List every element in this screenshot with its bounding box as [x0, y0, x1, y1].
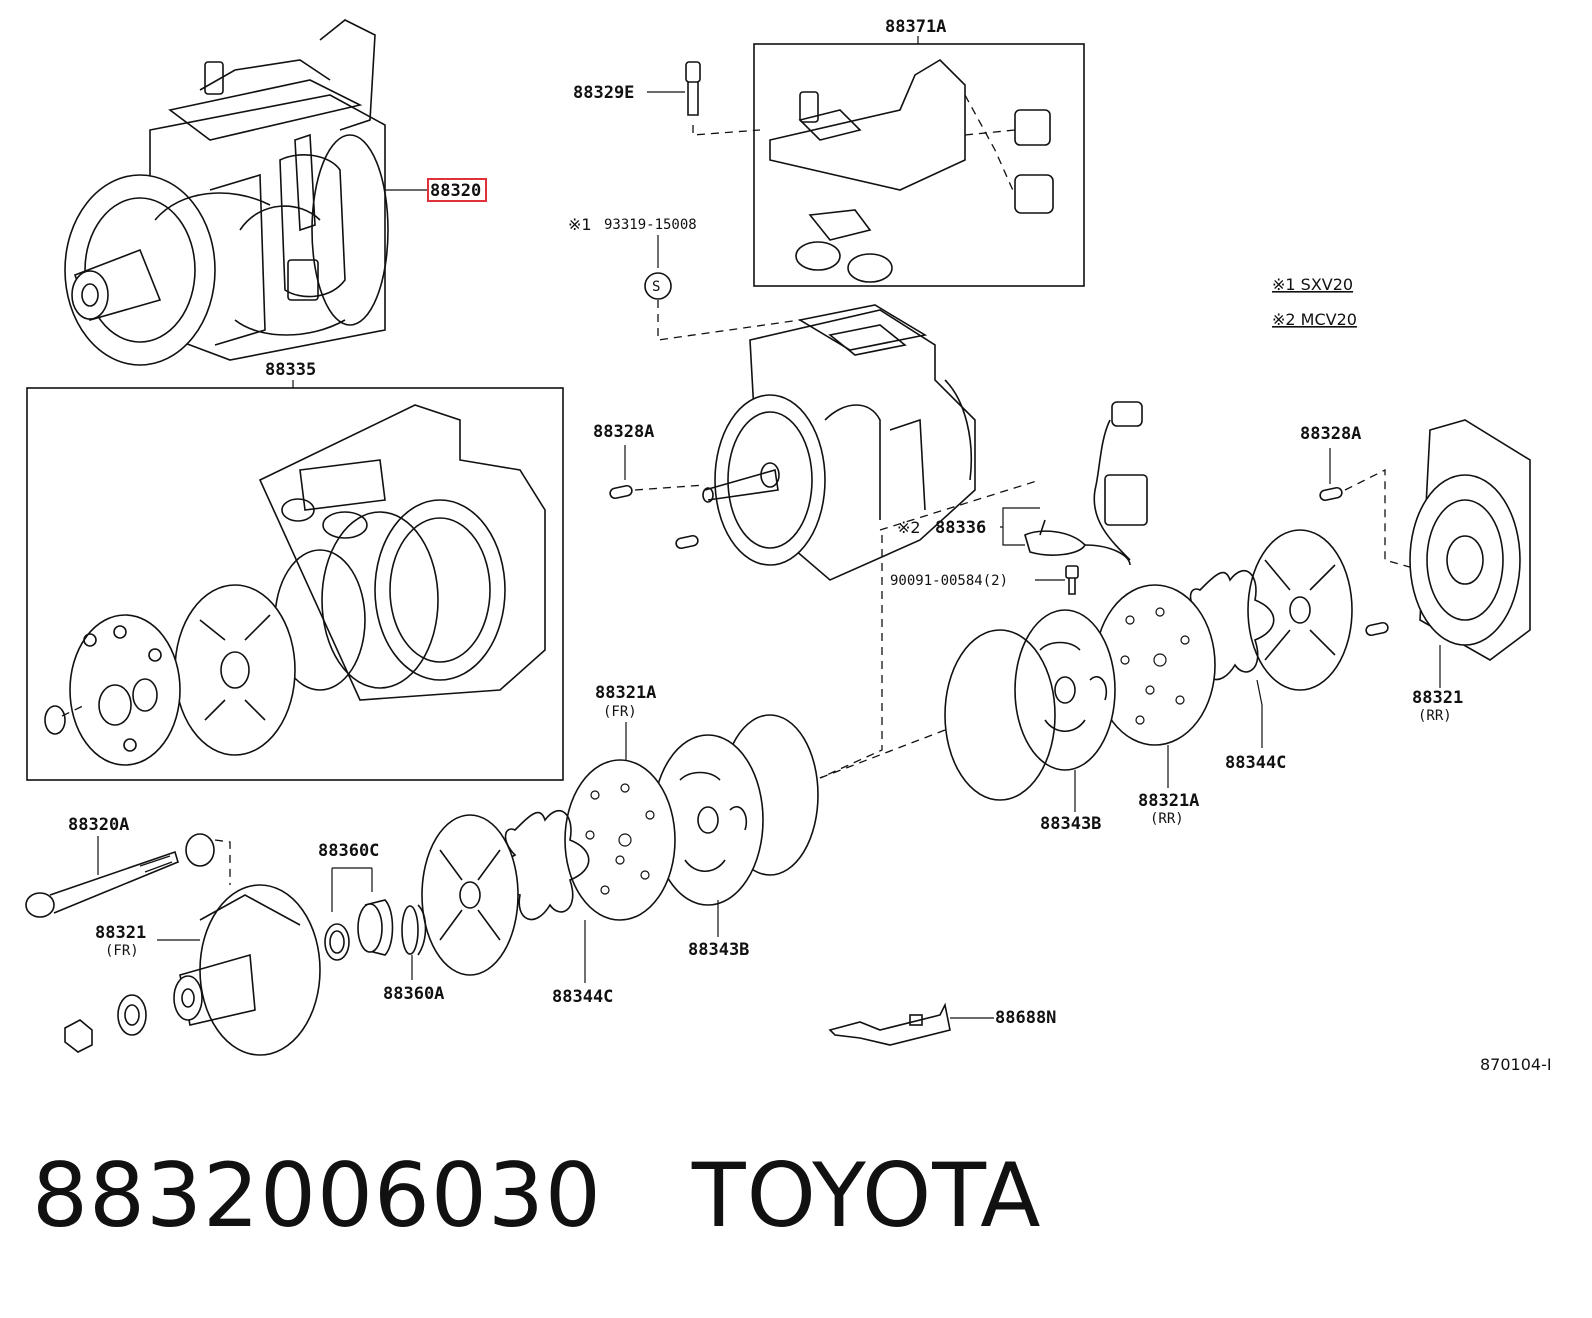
label-88320A[interactable]: 88320A: [68, 815, 129, 835]
main-compressor-drawing: [702, 304, 976, 581]
leader-dash-pin-left: [634, 484, 706, 491]
label-88336[interactable]: 88336: [935, 518, 986, 538]
label-88360C[interactable]: 88360C: [318, 841, 379, 861]
label-88321-fr-sub: (FR): [105, 943, 139, 959]
legend-item-1: ※1 SXV20: [1272, 275, 1353, 294]
pin-88328A-left: [609, 484, 633, 500]
label-88343B-right[interactable]: 88343B: [1040, 814, 1101, 834]
label-88321-rr-sub: (RR): [1418, 708, 1452, 724]
leader-dash-pin-right: [1344, 468, 1421, 571]
label-88335[interactable]: 88335: [265, 360, 316, 380]
label-88344C-left[interactable]: 88344C: [552, 987, 613, 1007]
label-88320[interactable]: 88320: [430, 181, 481, 201]
bearing-snapring-drawing: [324, 899, 427, 961]
box-88335: [26, 387, 564, 781]
center-clutch-parts-drawing: [421, 714, 819, 976]
leader-dash-88329E: [692, 125, 761, 136]
reference-code: 870104-I: [1480, 1055, 1552, 1074]
bolt-88329E-drawing: [685, 61, 701, 116]
label-90091-00584[interactable]: 90091-00584(2): [890, 573, 1008, 589]
clutch-exploded-drawing: [44, 404, 546, 766]
box-88371A: [753, 43, 1085, 287]
label-88321-fr[interactable]: 88321: [95, 923, 146, 943]
highlight-box-88320: [427, 178, 487, 202]
label-88321A-rr-sub: (RR): [1150, 811, 1184, 827]
label-88329E[interactable]: 88329E: [573, 83, 634, 103]
pin-88328A-right: [1319, 486, 1343, 502]
label-88360A[interactable]: 88360A: [383, 984, 444, 1004]
legend-item-2: ※2 MCV20: [1272, 310, 1357, 329]
s-mark-circle: [644, 272, 672, 300]
label-88321A-fr[interactable]: 88321A: [595, 683, 656, 703]
label-88344C-right[interactable]: 88344C: [1225, 753, 1286, 773]
bracket-88688N-drawing: [828, 1002, 951, 1046]
leader-88360C: [331, 867, 373, 912]
cover-assembly-drawing: [769, 58, 1054, 283]
label-88328A-left[interactable]: 88328A: [593, 422, 654, 442]
through-bolt-88320A-drawing: [25, 833, 215, 918]
right-clutch-parts-drawing: [944, 529, 1353, 801]
label-88321A-fr-sub: (FR): [603, 704, 637, 720]
label-88688N[interactable]: 88688N: [995, 1008, 1056, 1028]
screw-90091-drawing: [1065, 565, 1079, 595]
label-88328A-right[interactable]: 88328A: [1300, 424, 1361, 444]
leader-88336: [1000, 507, 1040, 546]
s-mark-label: S: [652, 279, 660, 295]
note-ref-2: ※2: [897, 518, 921, 537]
compressor-assembly-drawing: [64, 19, 389, 366]
brand-name: TOYOTA: [691, 1143, 1042, 1247]
pin-88328A-left-2: [675, 534, 699, 550]
rear-housing-88321-drawing: [1409, 419, 1531, 661]
label-88371A[interactable]: 88371A: [885, 17, 946, 37]
part-number: 8832006030: [32, 1143, 602, 1247]
pin-88328A-right-2: [1365, 621, 1389, 637]
leader-dash-88320A: [214, 839, 231, 885]
label-88321A-rr[interactable]: 88321A: [1138, 791, 1199, 811]
label-88321-rr[interactable]: 88321: [1412, 688, 1463, 708]
sensor-harness-drawing: [1024, 401, 1148, 566]
front-housing-88321-drawing: [64, 884, 321, 1056]
note-ref-1: ※1: [568, 215, 592, 234]
part-footer: 8832006030 TOYOTA: [32, 1140, 1041, 1250]
label-93319-15008[interactable]: 93319-15008: [604, 217, 697, 233]
leader-dash-center-vert: [819, 535, 883, 779]
label-88343B-left[interactable]: 88343B: [688, 940, 749, 960]
